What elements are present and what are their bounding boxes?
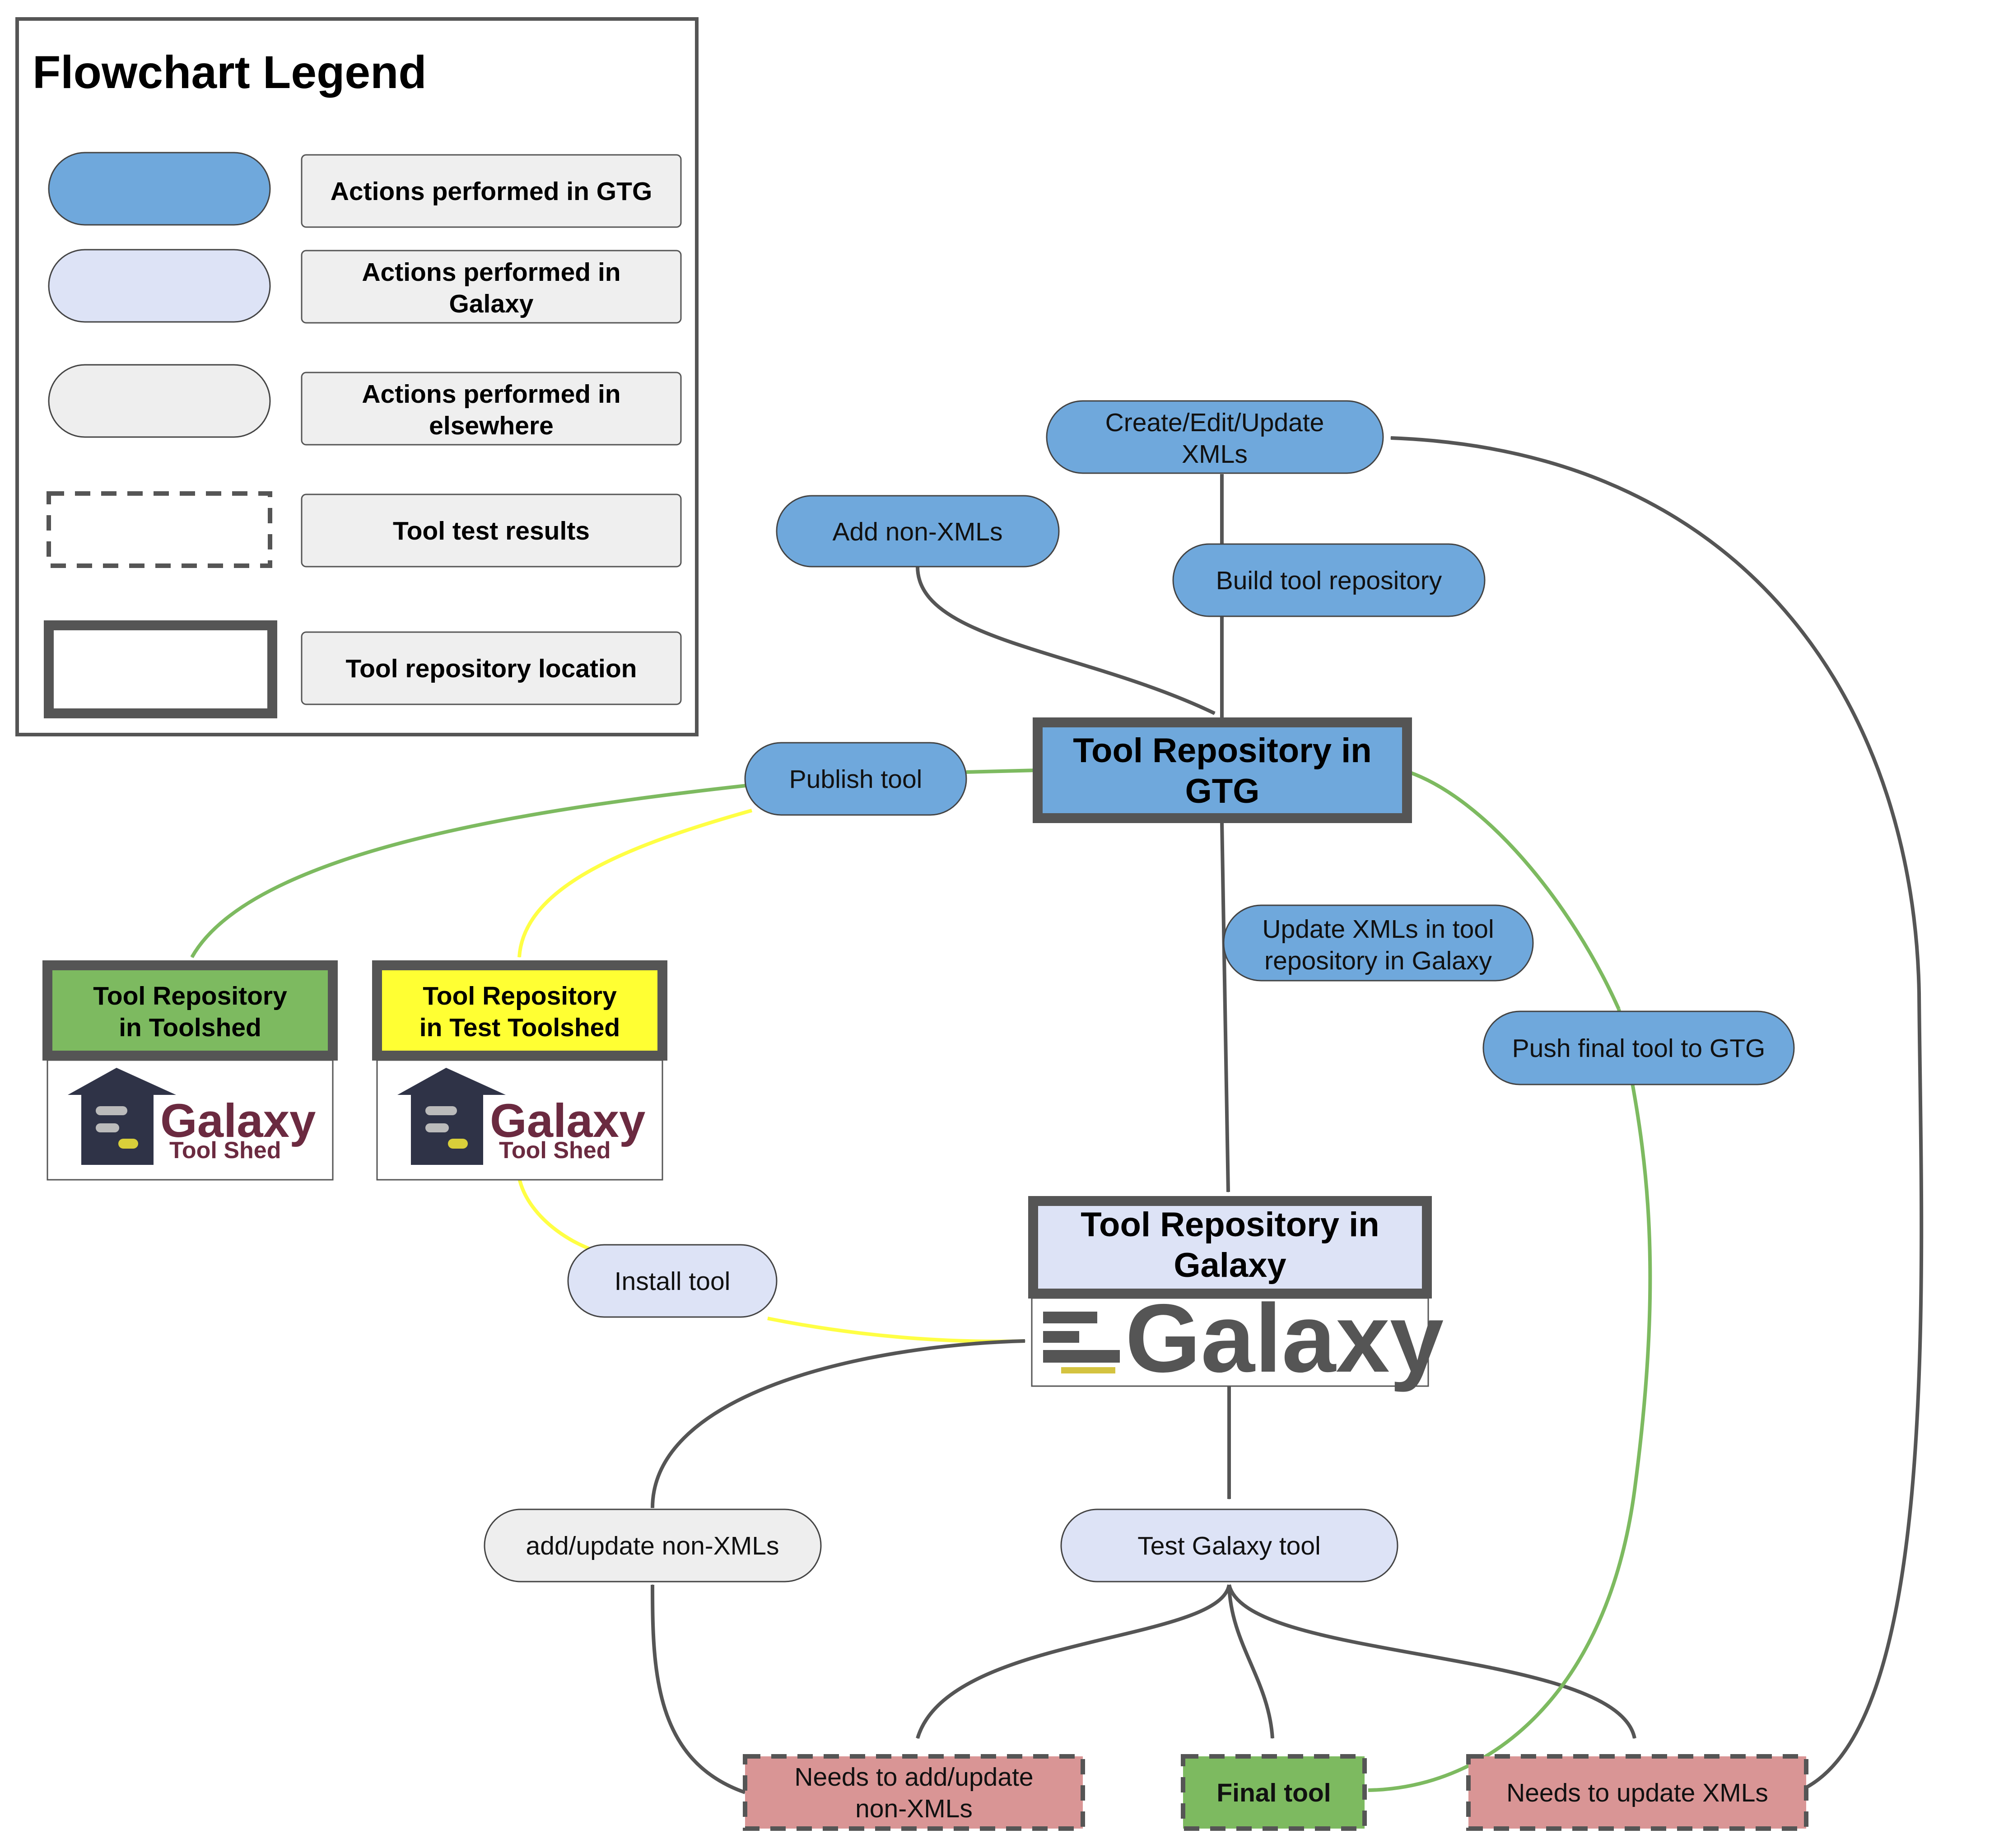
svg-text:Publish tool: Publish tool <box>789 765 923 794</box>
edge-needs-nonxml-to-add-update <box>651 1584 746 1794</box>
legend-label-gtg: Actions performed in GTG <box>331 177 652 206</box>
edge-add-nonxml-to-repo-gtg <box>916 566 1216 715</box>
svg-text:Tool Repository: Tool Repository <box>93 982 287 1010</box>
svg-text:Tool Repository in: Tool Repository in <box>1073 731 1371 770</box>
legend-label-repo-location: Tool repository location <box>346 654 637 683</box>
svg-text:add/update non-XMLs: add/update non-XMLs <box>526 1531 779 1560</box>
node-tool-repository-toolshed: Tool Repository in Toolshed <box>42 960 338 1061</box>
legend-label-elsewhere-line2: elsewhere <box>429 411 554 440</box>
legend-swatch-repo-location <box>44 620 277 718</box>
svg-text:Create/Edit/Update: Create/Edit/Update <box>1105 408 1324 437</box>
svg-text:non-XMLs: non-XMLs <box>855 1794 973 1823</box>
legend: Flowchart Legend Actions performed in GT… <box>15 17 699 736</box>
svg-text:Add non-XMLs: Add non-XMLs <box>832 517 1002 546</box>
legend-label-galaxy-line1: Actions performed in <box>362 258 620 287</box>
legend-label-box-4 <box>301 493 682 568</box>
edge-publish-to-test-toolshed <box>517 809 753 958</box>
legend-label-elsewhere-line1: Actions performed in <box>362 380 620 409</box>
node-push-final-tool-to-gtg: Push final tool to GTG <box>1482 1010 1795 1085</box>
node-build-tool-repository: Build tool repository <box>1172 543 1486 617</box>
svg-text:in Test Toolshed: in Test Toolshed <box>419 1013 620 1042</box>
edges <box>190 436 1924 1794</box>
svg-text:Install tool: Install tool <box>615 1267 731 1296</box>
legend-label-test-results: Tool test results <box>393 517 590 545</box>
legend-label-box-1 <box>301 154 682 228</box>
node-tool-repository-galaxy: Tool Repository in Galaxy <box>1028 1196 1432 1299</box>
test-toolshed-logo: Galaxy Tool Shed <box>376 1059 663 1181</box>
nodes: Create/Edit/Update XMLs Add non-XMLs Bui… <box>42 400 1808 1831</box>
legend-swatch-elsewhere <box>48 364 271 438</box>
svg-text:XMLs: XMLs <box>1182 440 1248 469</box>
node-tool-repository-gtg: Tool Repository in GTG <box>1033 717 1412 823</box>
edge-needs-xml-to-create <box>1390 436 1924 1790</box>
node-final-tool: Final tool <box>1181 1754 1367 1831</box>
svg-text:Needs to add/update: Needs to add/update <box>794 1763 1033 1792</box>
node-publish-tool: Publish tool <box>744 742 967 816</box>
edge-repo-gtg-to-publish <box>966 768 1038 774</box>
edge-add-update-to-galaxy <box>651 1339 1026 1508</box>
edge-test-to-final <box>1227 1584 1274 1739</box>
edge-repo-gtg-to-repo-galaxy <box>1220 821 1230 1193</box>
svg-text:Tool Shed: Tool Shed <box>499 1137 610 1164</box>
svg-text:Tool Repository: Tool Repository <box>423 982 617 1010</box>
node-test-galaxy-tool: Test Galaxy tool <box>1060 1508 1398 1583</box>
edge-publish-to-toolshed <box>190 784 746 958</box>
node-update-xmls-in-galaxy: Update XMLs in tool repository in Galaxy <box>1223 904 1534 982</box>
legend-label-box-5 <box>301 631 682 705</box>
svg-text:Galaxy: Galaxy <box>1125 1284 1444 1392</box>
svg-text:Build tool repository: Build tool repository <box>1216 566 1442 595</box>
legend-label-galaxy-line2: Galaxy <box>449 289 534 318</box>
svg-text:Test Galaxy tool: Test Galaxy tool <box>1137 1531 1321 1560</box>
svg-text:Galaxy: Galaxy <box>490 1094 645 1147</box>
svg-text:Tool Shed: Tool Shed <box>169 1137 281 1164</box>
svg-text:Update XMLs in tool: Update XMLs in tool <box>1262 915 1494 944</box>
svg-text:Galaxy: Galaxy <box>1174 1246 1286 1285</box>
legend-swatch-gtg <box>48 152 271 226</box>
svg-text:Needs to update XMLs: Needs to update XMLs <box>1506 1778 1768 1807</box>
edge-test-to-needs-xml <box>1227 1584 1636 1739</box>
galaxy-logo: Galaxy <box>1031 1284 1444 1392</box>
legend-swatch-galaxy <box>48 249 271 323</box>
node-install-tool: Install tool <box>567 1244 778 1318</box>
svg-text:Final tool: Final tool <box>1216 1778 1331 1807</box>
node-needs-update-xmls: Needs to update XMLs <box>1466 1754 1808 1831</box>
node-tool-repository-test-toolshed: Tool Repository in Test Toolshed <box>372 960 667 1061</box>
node-needs-add-update-non-xmls: Needs to add/update non-XMLs <box>743 1754 1085 1831</box>
legend-swatch-test-results <box>47 491 272 568</box>
svg-text:Galaxy: Galaxy <box>160 1094 316 1147</box>
legend-label-box-2 <box>301 250 682 324</box>
toolshed-logo: Galaxy Tool Shed <box>47 1059 334 1181</box>
legend-label-box-3 <box>301 372 682 446</box>
edge-test-to-needs-nonxml <box>916 1584 1231 1739</box>
svg-text:in Toolshed: in Toolshed <box>119 1013 261 1042</box>
node-add-update-non-xmls: add/update non-XMLs <box>484 1508 822 1583</box>
svg-text:Push final tool to GTG: Push final tool to GTG <box>1512 1034 1766 1063</box>
legend-title: Flowchart Legend <box>33 47 427 98</box>
svg-text:repository in Galaxy: repository in Galaxy <box>1264 946 1492 975</box>
svg-text:Tool Repository in: Tool Repository in <box>1081 1206 1379 1244</box>
svg-text:GTG: GTG <box>1185 772 1260 810</box>
node-create-edit-update-xmls: Create/Edit/Update XMLs <box>1046 400 1384 474</box>
node-add-non-xmls: Add non-XMLs <box>776 495 1060 568</box>
